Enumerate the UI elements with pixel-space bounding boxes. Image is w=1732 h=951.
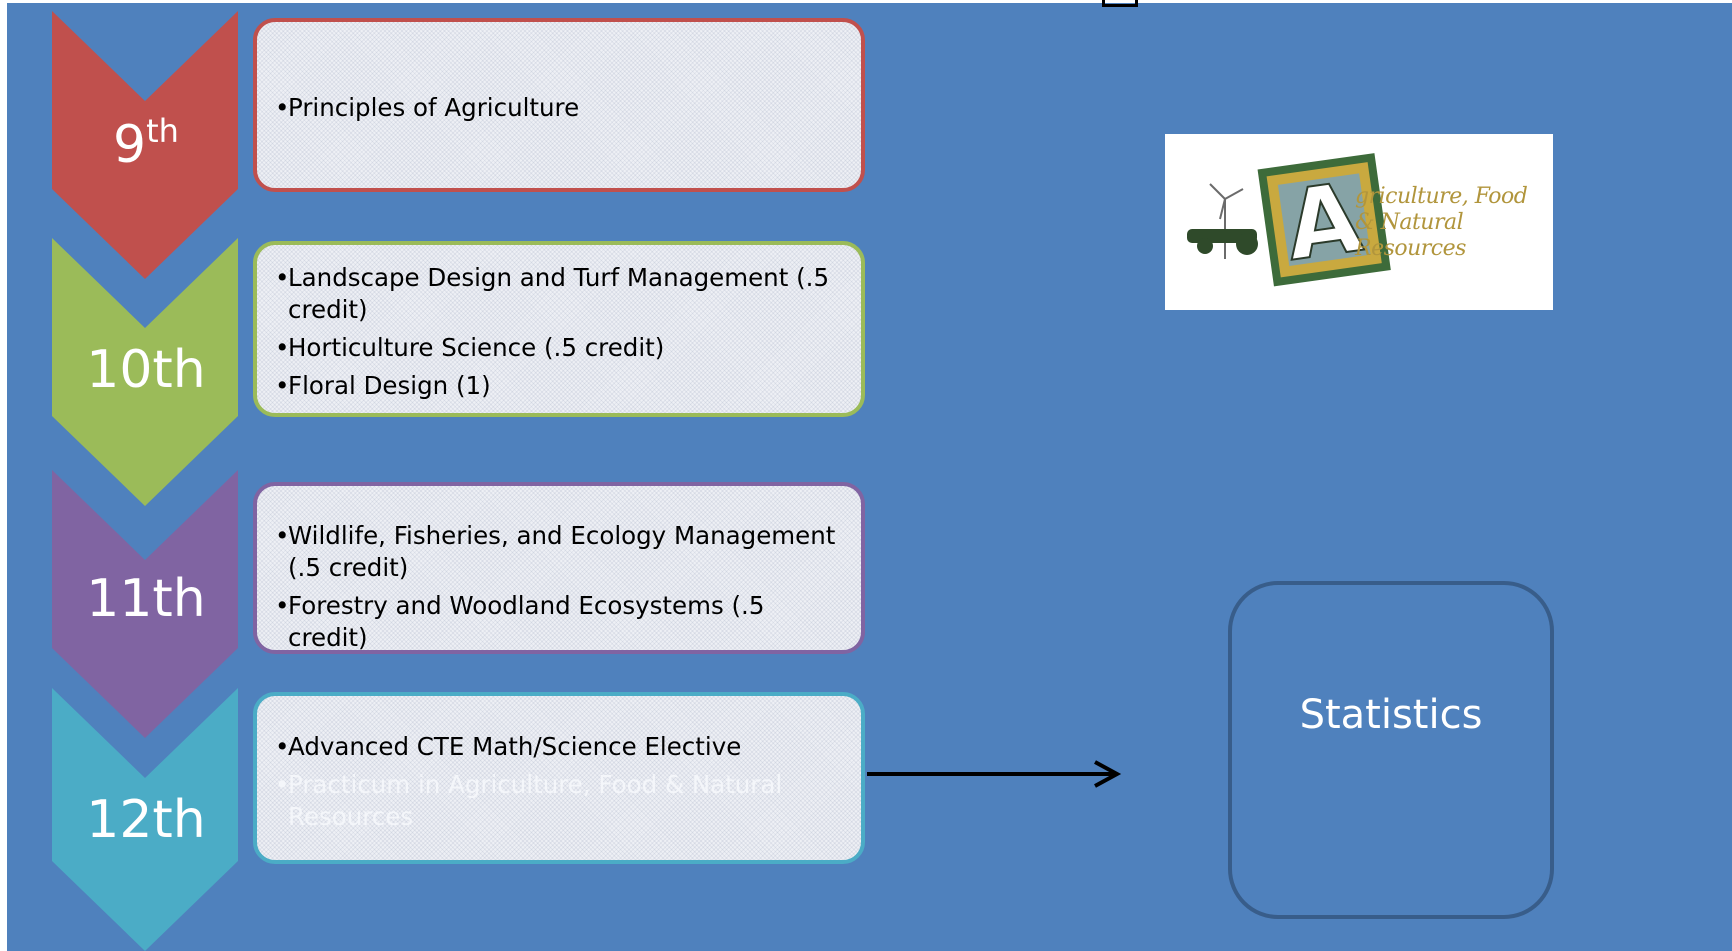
grade-chevrons <box>52 11 238 951</box>
grade-label-12th: 12th <box>86 790 206 850</box>
course-item-faded: •Practicum in Agriculture, Food & Natura… <box>275 770 783 831</box>
course-item: •Wildlife, Fisheries, and Ecology Manage… <box>275 521 836 582</box>
title-fragment <box>1102 0 1138 7</box>
course-item: •Forestry and Woodland Ecosystems (.5 cr… <box>275 591 765 652</box>
statistics-label: Statistics <box>1299 692 1483 738</box>
chevron-12th <box>52 688 238 951</box>
logo-graphic: A <box>1187 153 1391 287</box>
statistics-box: Statistics <box>1228 581 1554 919</box>
chevron-11th <box>52 470 238 738</box>
svg-text:A: A <box>1279 161 1368 282</box>
grade-label-9th: 9th <box>113 112 179 175</box>
slide-canvas: 9th 10th 11th 12th •Principles of Agricu… <box>7 0 1732 951</box>
course-item: •Advanced CTE Math/Science Elective <box>275 732 742 761</box>
courses-box-12th: •Advanced CTE Math/Science Elective •Pra… <box>253 692 865 864</box>
tractor-icon <box>1187 229 1258 255</box>
logo-square-icon: A <box>1257 153 1391 287</box>
course-item: •Principles of Agriculture <box>275 93 580 122</box>
courses-box-11th: •Wildlife, Fisheries, and Ecology Manage… <box>253 482 865 654</box>
course-item: •Floral Design (1) <box>275 371 491 400</box>
courses-box-9th: •Principles of Agriculture <box>253 18 865 192</box>
grade-label-10th: 10th <box>86 340 206 400</box>
course-item: •Landscape Design and Turf Management (.… <box>275 263 830 324</box>
logo-text: griculture, Food & Natural Resources <box>1355 184 1528 261</box>
chevron-10th <box>52 238 238 506</box>
course-item: •Horticulture Science (.5 credit) <box>275 333 665 362</box>
grade-label-11th: 11th <box>86 569 206 629</box>
arrow-to-statistics <box>867 760 1122 788</box>
chevron-9th <box>52 11 238 279</box>
agriculture-logo: A griculture, Food & Natural Resources <box>1165 134 1553 310</box>
courses-box-10th: •Landscape Design and Turf Management (.… <box>253 241 865 417</box>
